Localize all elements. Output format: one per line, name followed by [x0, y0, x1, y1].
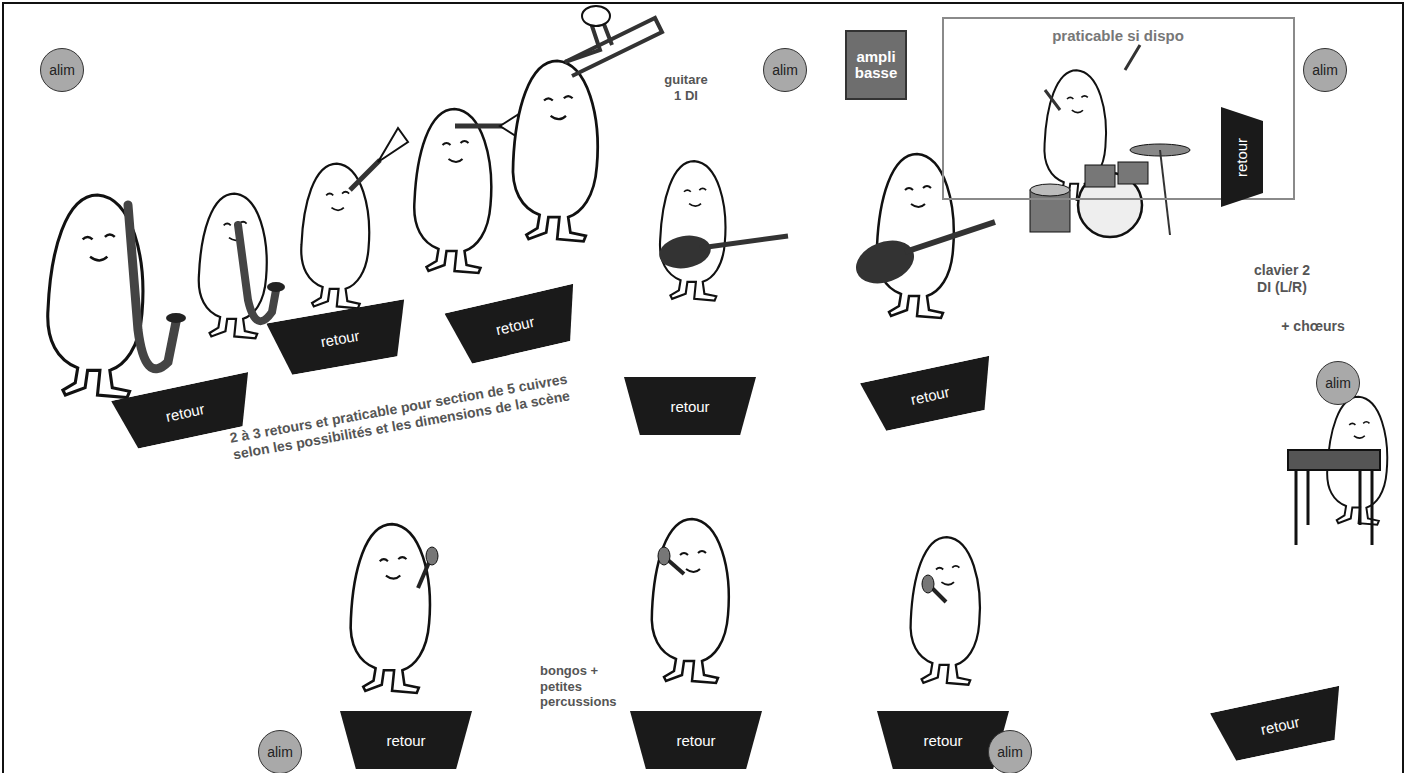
node-label: alim	[267, 744, 293, 760]
power-outlet: alim	[763, 48, 807, 92]
monitor-wedge: retour	[630, 711, 762, 769]
node-label: ampli basse	[849, 49, 903, 82]
bass-amp-box: ampli basse	[845, 30, 907, 100]
instrument-note: + chœurs	[1268, 318, 1358, 335]
power-outlet: alim	[988, 730, 1032, 773]
node-label: retour	[670, 398, 709, 415]
instrument-note: clavier 2 DI (L/R)	[1250, 262, 1314, 296]
instrument-note: guitare 1 DI	[660, 72, 712, 103]
node-label: alim	[49, 62, 75, 78]
monitor-wedge: retour	[860, 356, 1000, 434]
power-outlet: alim	[1316, 361, 1360, 405]
instrument-note: bongos + petites percussions	[540, 663, 602, 710]
monitor-wedge: retour	[624, 377, 756, 435]
power-outlet: alim	[40, 48, 84, 92]
power-outlet: alim	[1303, 48, 1347, 92]
node-label: alim	[997, 744, 1023, 760]
node-label: retour	[386, 732, 425, 749]
riser-area: praticable si dispo retour	[942, 17, 1295, 200]
node-label: alim	[1325, 375, 1351, 391]
monitor-wedge: retour	[1210, 686, 1350, 764]
monitor-wedge: retour	[445, 283, 586, 366]
node-label: retour	[923, 732, 962, 749]
riser-label: praticable si dispo	[944, 27, 1293, 44]
monitor-wedge: retour	[266, 299, 413, 377]
stage-note: 2 à 3 retours et praticable pour section…	[210, 367, 590, 466]
node-label: retour	[1234, 137, 1251, 176]
node-label: alim	[1312, 62, 1338, 78]
node-label: retour	[676, 732, 715, 749]
monitor-wedge: retour	[1221, 107, 1263, 207]
power-outlet: alim	[258, 730, 302, 773]
node-label: alim	[772, 62, 798, 78]
monitor-wedge: retour	[340, 711, 472, 769]
